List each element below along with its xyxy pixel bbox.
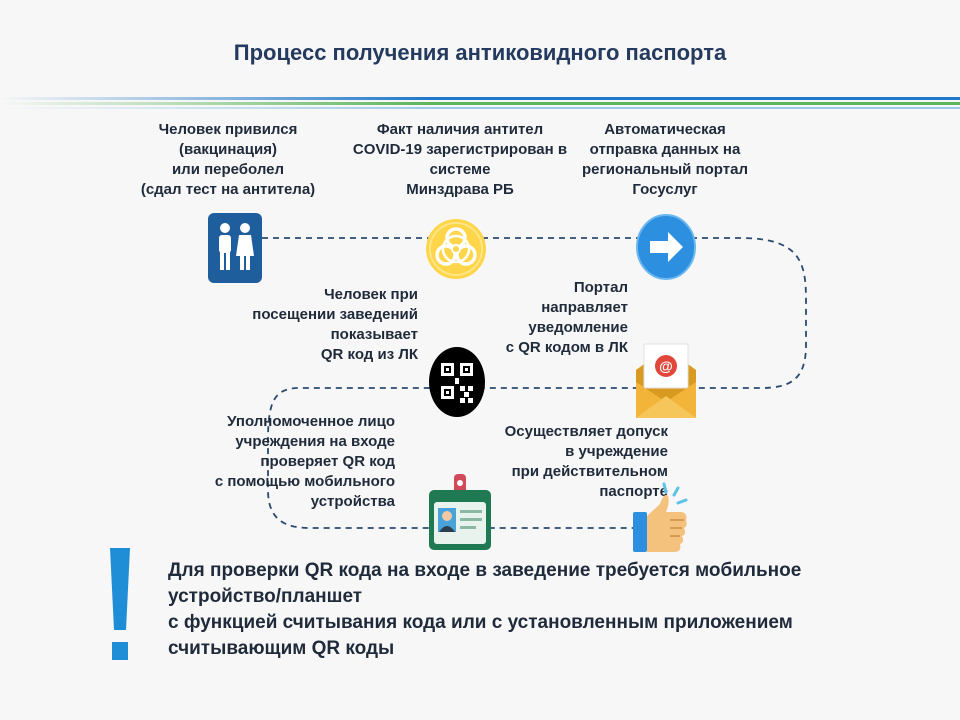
step-sent-label: Автоматическая отправка данных на регион… [560, 120, 770, 200]
people-icon [208, 213, 262, 283]
note-line-2: устройство/планшет [168, 586, 363, 607]
step-registered-line-1: Факт наличия антител [376, 121, 544, 138]
step-notification-line-1: Портал [573, 279, 628, 296]
step-admits-line-3: при действительном [511, 463, 668, 480]
step-admits-line-4: паспорте [599, 483, 668, 500]
step-checks-line-4: с помощью мобильного [214, 473, 395, 490]
step-sent-line-1: Автоматическая [604, 121, 726, 138]
note-line-3: с функцией считывания кода или с установ… [168, 612, 793, 633]
step-shows-qr-line-1: Человек при [324, 286, 418, 303]
step-checks-line-2: учреждения на входе [235, 433, 395, 450]
header-band-blue [0, 97, 960, 100]
step-vaccinated-line-3: или переболел [171, 161, 285, 178]
step-shows-qr-line-3: показывает [330, 326, 418, 343]
step-vaccinated-line-4: (сдал тест на антитела) [140, 181, 316, 198]
thumbs-up-icon [633, 482, 688, 552]
step-vaccinated-line-1: Человек привился [158, 121, 298, 138]
note-line-1: Для проверки QR кода на входе в заведени… [168, 560, 802, 581]
step-notification-line-3: уведомление [528, 319, 628, 336]
id-badge-icon [429, 474, 491, 550]
note-line-4: считывающим QR коды [168, 638, 395, 659]
step-checks-line-5: устройства [310, 493, 395, 510]
step-shows-qr-label: Человек при посещении заведений показыва… [220, 285, 418, 365]
step-vaccinated-line-2: (вакцинация) [179, 141, 277, 158]
step-checks-line-3: проверяет QR код [260, 453, 395, 470]
step-vaccinated-label: Человек привился (вакцинация) или перебо… [118, 120, 338, 200]
step-registered-line-3: системе [429, 161, 491, 178]
arrow-right-icon [636, 214, 696, 280]
exclamation-mark-icon [110, 548, 130, 660]
step-sent-line-4: Госуслуг [632, 181, 698, 198]
header-band-green [0, 102, 960, 105]
step-admits-line-1: Осуществляет допуск [504, 423, 668, 440]
step-admits-label: Осуществляет допуск в учреждение при дей… [480, 422, 668, 502]
step-admits-line-2: в учреждение [565, 443, 668, 460]
biohazard-icon [426, 219, 486, 279]
header-band-light [0, 107, 960, 109]
step-checks-label: Уполномоченное лицо учреждения на входе … [190, 412, 395, 512]
step-registered-line-4: Минздрава РБ [406, 181, 514, 198]
svg-text:@: @ [659, 358, 673, 374]
step-sent-line-2: отправка данных на [589, 141, 741, 158]
step-notification-line-2: направляет [541, 299, 628, 316]
step-shows-qr-line-4: QR код из ЛК [320, 346, 418, 363]
step-notification-label: Портал направляет уведомление с QR кодом… [470, 278, 628, 358]
note-text: Для проверки QR кода на входе в заведени… [168, 558, 938, 662]
step-notification-line-4: с QR кодом в ЛК [505, 339, 628, 356]
email-envelope-icon: @ [636, 343, 696, 418]
qr-code-icon [429, 347, 485, 417]
step-registered-label: Факт наличия антител COVID-19 зарегистри… [330, 120, 590, 200]
step-registered-line-2: COVID-19 зарегистрирован в [352, 141, 568, 158]
page-title: Процесс получения антиковидного паспорта [233, 40, 727, 65]
step-shows-qr-line-2: посещении заведений [252, 306, 418, 323]
step-checks-line-1: Уполномоченное лицо [227, 413, 395, 430]
step-sent-line-3: региональный портал [582, 161, 748, 178]
